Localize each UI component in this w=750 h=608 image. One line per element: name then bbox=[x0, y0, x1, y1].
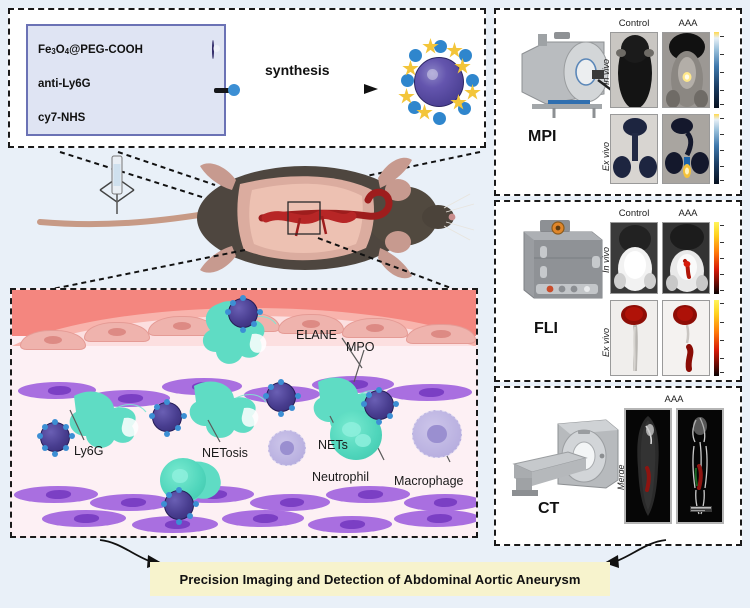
synthesis-arrow-label: synthesis bbox=[265, 62, 330, 78]
targeted-nanoparticle bbox=[225, 295, 263, 333]
conjugated-nanoparticle bbox=[390, 32, 486, 132]
label-mpo: MPO bbox=[346, 340, 375, 354]
targeted-nanoparticle bbox=[149, 399, 187, 437]
fli-colorbar-exvivo bbox=[714, 300, 719, 376]
fli-exvivo-control-image bbox=[610, 300, 658, 376]
mpi-colorbar-invivo bbox=[714, 32, 719, 108]
label-macrophage: Macrophage bbox=[394, 474, 464, 488]
modality-panel-fli: FLI Control AAA In vivo Ex vivo bbox=[494, 200, 742, 382]
conclusion-banner-text: Precision Imaging and Detection of Abdom… bbox=[179, 571, 581, 587]
legend-item-antibody: anti-Ly6G bbox=[36, 68, 240, 100]
mpi-invivo-control-image bbox=[610, 32, 658, 108]
synthesis-arrow-icon bbox=[246, 84, 378, 94]
targeted-nanoparticle bbox=[161, 487, 199, 525]
modality-panel-mpi: MPI Control AAA In vivo Ex vivo bbox=[494, 8, 742, 196]
legend-label-nanoparticle: Fe3O4@PEG-COOH bbox=[38, 43, 143, 57]
macrophage-cell bbox=[268, 430, 306, 466]
column-header-control-mpi: Control bbox=[618, 18, 650, 29]
legend-label-antibody: anti-Ly6G bbox=[38, 78, 91, 90]
fli-exvivo-aaa-image bbox=[662, 300, 710, 376]
legend-label-dye: cy7-NHS bbox=[38, 112, 86, 124]
label-netosis: NETosis bbox=[202, 446, 248, 460]
modality-label-ct: CT bbox=[538, 500, 560, 517]
legend-item-nanoparticle: Fe3O4@PEG-COOH bbox=[36, 34, 222, 66]
fli-colorbar-ticks-invivo bbox=[720, 222, 724, 294]
label-nets: NETs bbox=[318, 438, 348, 452]
legend-item-dye: cy7-NHS bbox=[36, 102, 222, 134]
ct-scanner-icon bbox=[512, 419, 619, 496]
fli-colorbar-invivo bbox=[714, 222, 719, 294]
conclusion-banner: Precision Imaging and Detection of Abdom… bbox=[150, 562, 610, 596]
mpi-invivo-aaa-image bbox=[662, 32, 710, 108]
right-curved-arrow-icon bbox=[604, 539, 667, 568]
mouse-injection-illustration bbox=[0, 150, 490, 300]
mpi-scanner-icon bbox=[521, 32, 615, 118]
targeted-nanoparticle bbox=[361, 387, 399, 425]
mpi-exvivo-control-image bbox=[610, 114, 658, 184]
fli-colorbar-ticks-exvivo bbox=[720, 300, 724, 376]
column-header-aaa-mpi: AAA bbox=[678, 18, 698, 29]
modality-label-fli: FLI bbox=[534, 320, 558, 337]
mpi-exvivo-aaa-image bbox=[662, 114, 710, 184]
fli-invivo-aaa-image bbox=[662, 222, 710, 294]
neutrophil-cell bbox=[330, 410, 382, 460]
column-header-aaa-ct: AAA bbox=[664, 394, 684, 405]
purple-sphere-icon bbox=[212, 40, 214, 59]
column-header-aaa-fli: AAA bbox=[678, 208, 698, 219]
reagent-legend-box: Fe3O4@PEG-COOH anti-Ly6G cy7-NHS bbox=[26, 24, 240, 136]
label-neutrophil: Neutrophil bbox=[312, 470, 369, 484]
mpi-colorbar-ticks-invivo bbox=[720, 32, 724, 108]
imaging-modalities-column: MPI Control AAA In vivo Ex vivo bbox=[494, 8, 742, 546]
ct-merge-image-1 bbox=[624, 408, 672, 524]
modality-label-mpi: MPI bbox=[528, 128, 557, 145]
mpi-colorbar-ticks-exvivo bbox=[720, 114, 724, 184]
fli-imager-icon bbox=[523, 220, 603, 299]
nanoparticle-core bbox=[414, 57, 464, 107]
fli-invivo-control-image bbox=[610, 222, 658, 294]
ct-merge-image-2 bbox=[676, 408, 724, 524]
label-ly6g: Ly6G bbox=[74, 444, 104, 458]
synthesis-panel: Fe3O4@PEG-COOH anti-Ly6G cy7-NHS synthes… bbox=[8, 8, 486, 148]
modality-panel-ct: CT AAA Merge bbox=[494, 386, 742, 546]
macrophage-cell bbox=[412, 410, 462, 458]
aneurysm-wall-cell-panel: Ly6G NETosis ELANE MPO NETs Neutrophil M… bbox=[10, 288, 478, 538]
targeted-nanoparticle bbox=[37, 419, 75, 457]
targeted-nanoparticle bbox=[263, 379, 301, 417]
column-header-control-fli: Control bbox=[618, 208, 650, 219]
label-elane: ELANE bbox=[296, 328, 337, 342]
mpi-colorbar-exvivo bbox=[714, 114, 719, 184]
